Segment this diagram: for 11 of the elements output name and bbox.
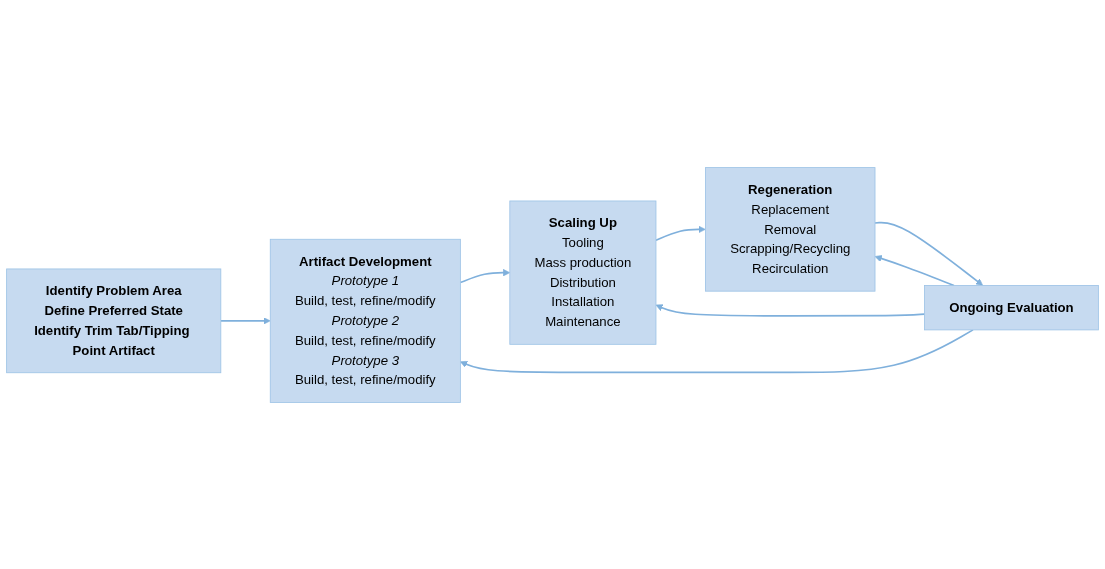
node-box: Identify Problem Area Define Preferred State Identify Trim Tab/Tipping Point Artifact — [6, 268, 222, 373]
arrow — [459, 268, 511, 283]
arrow — [220, 316, 271, 324]
arrow — [655, 225, 706, 241]
arrow — [874, 221, 984, 286]
node-box: Scaling Up Tooling Mass production Distribution Installation Maintenance — [509, 200, 657, 345]
node-box: Regeneration Replacement Removal Scrapping/Recycling Recirculation — [705, 166, 876, 292]
arrow — [460, 328, 974, 373]
node-box: Artifact Development Prototype 1 Build, test, refine/modify Prototype 2 Build, test, refine/modify Prototype 3 Build, test, refine/modify — [269, 238, 461, 403]
arrow — [655, 303, 926, 317]
node-box: Ongoing Evaluation — [924, 284, 1099, 330]
